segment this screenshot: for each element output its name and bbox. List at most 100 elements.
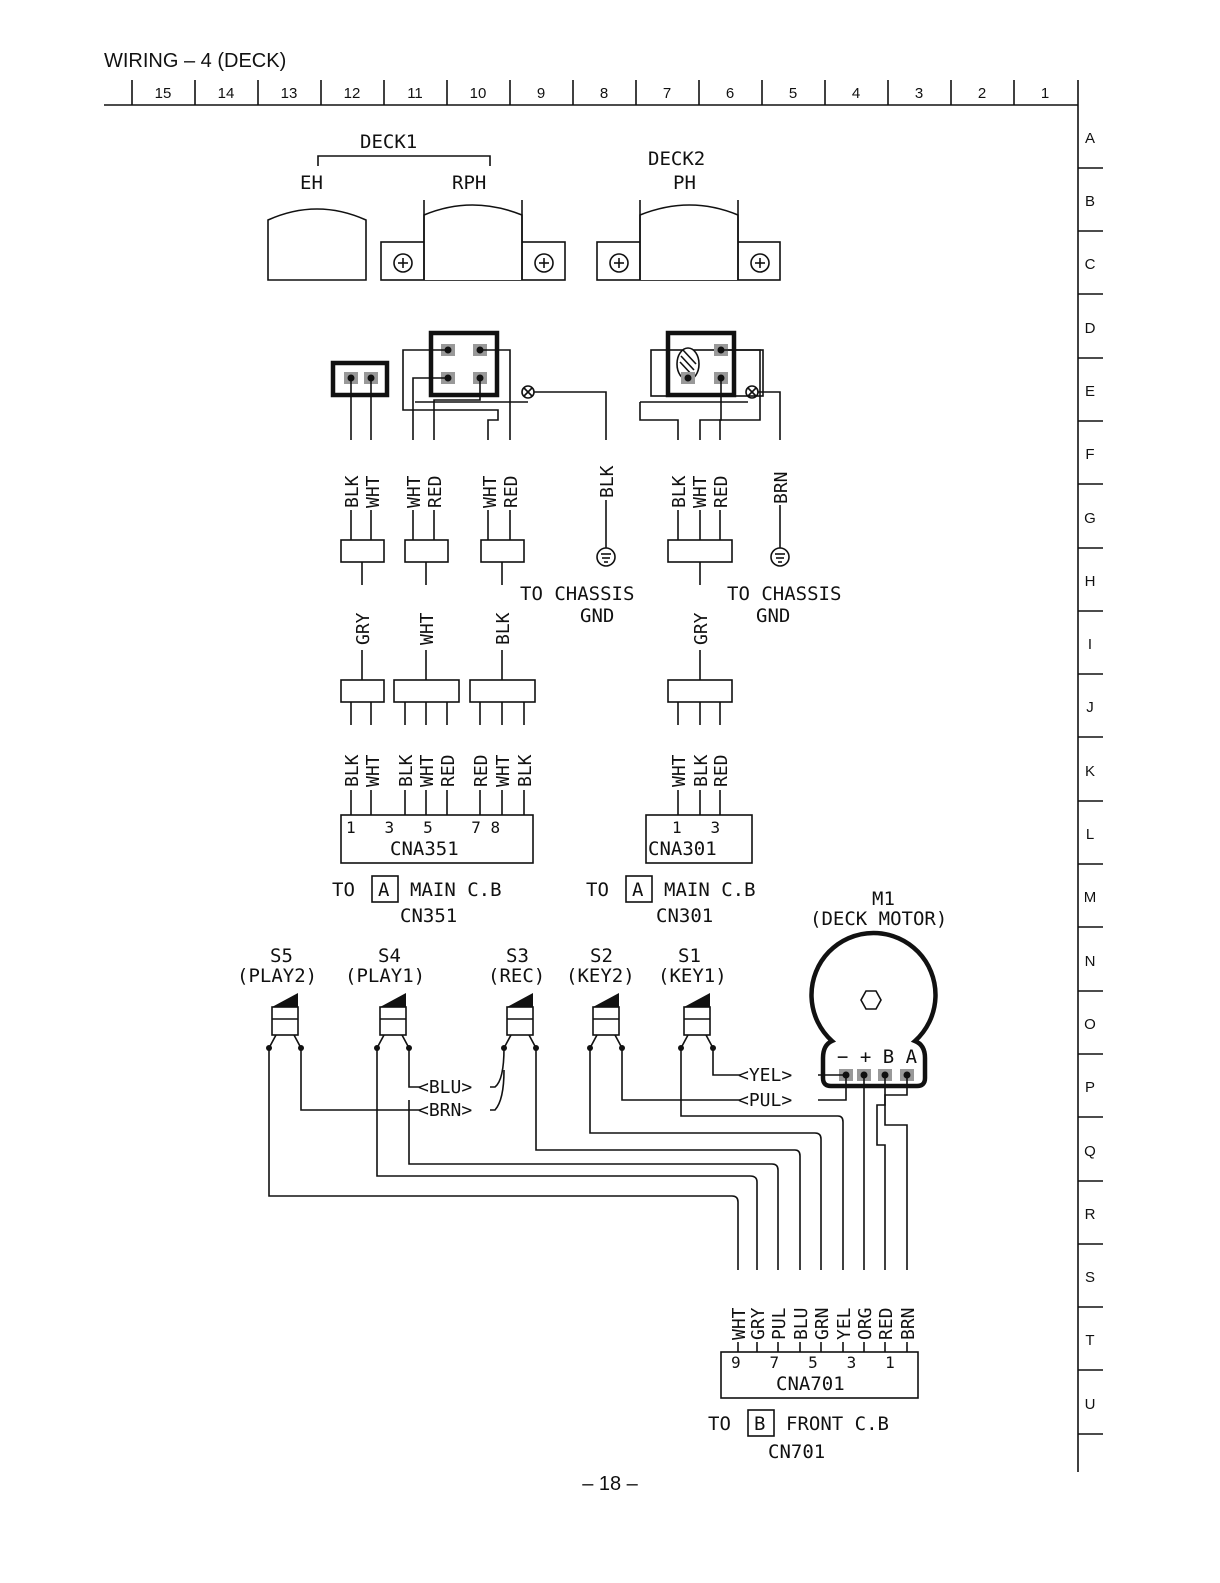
wire-label: WHT: [480, 475, 501, 508]
playback-head: [639, 204, 739, 280]
grid-col-label: 3: [915, 85, 923, 102]
grid-col-label: 1: [1041, 85, 1049, 102]
rph-label: RPH: [452, 172, 486, 194]
switch-name: S2: [590, 945, 613, 967]
switch-wiring: <BLU> <BRN> <YEL> <PUL>: [268, 1047, 908, 1270]
erase-head: [267, 208, 367, 281]
eh-label: EH: [300, 172, 323, 194]
cna351-name: CNA351: [390, 838, 459, 860]
wire-label: BLK: [342, 754, 363, 787]
wire-label: WHT: [404, 475, 425, 508]
switch-desc: (PLAY1): [345, 965, 425, 987]
cna701-to: TO: [708, 1413, 731, 1435]
cna301-board: A: [632, 879, 644, 901]
motor-name: M1: [872, 888, 895, 910]
wire-label: RED: [425, 475, 446, 508]
top-wire-segments: [350, 500, 781, 548]
wire-label-pul: <PUL>: [738, 1090, 792, 1111]
switch-desc: (KEY1): [658, 965, 727, 987]
switch-desc: (PLAY2): [237, 965, 317, 987]
wire-label: GRN: [812, 1307, 833, 1340]
grid-row-label: C: [1085, 256, 1096, 273]
wire-label: WHT: [669, 754, 690, 787]
ph-terminal: [639, 330, 781, 440]
wire-label: GRY: [748, 1307, 769, 1340]
switch-desc: (REC): [488, 965, 545, 987]
motor-desc: (DECK MOTOR): [810, 908, 947, 930]
cna301-to: TO: [586, 879, 609, 901]
wire-label: RED: [471, 754, 492, 787]
grid-row-label: L: [1086, 826, 1094, 843]
wire-label: RED: [711, 754, 732, 787]
grid-row-label: B: [1085, 193, 1095, 210]
grid-row-label: Q: [1084, 1143, 1096, 1160]
grid-row-label: O: [1084, 1016, 1096, 1033]
wire-label-blu: <BLU>: [418, 1077, 472, 1098]
grid-col-label: 12: [344, 85, 361, 102]
switch-name: S1: [678, 945, 701, 967]
grid-column-labels: 15 14 13 12 11 10 9 8 7 6 5 4 3 2 1: [155, 85, 1050, 102]
wire-label: WHT: [690, 475, 711, 508]
deck-motor: M1 (DECK MOTOR) − + B A: [809, 888, 947, 1089]
cna701-cn: CN701: [768, 1441, 825, 1463]
grid-frame: [104, 80, 1103, 1472]
grid-col-label: 2: [978, 85, 986, 102]
grid-row-label: F: [1085, 446, 1094, 463]
cna301-dest: MAIN C.B: [664, 879, 756, 901]
grid-col-label: 9: [537, 85, 545, 102]
wire-label: BLK: [515, 754, 536, 787]
switch-s4-icon: [374, 993, 412, 1051]
wire-label: WHT: [729, 1307, 750, 1340]
switch-s5-icon: [266, 993, 304, 1051]
grid-col-label: 4: [852, 85, 860, 102]
grid-row-label: G: [1084, 510, 1096, 527]
grid-col-label: 8: [600, 85, 608, 102]
grid-row-label: P: [1085, 1079, 1095, 1096]
ph-label: PH: [673, 172, 696, 194]
grid-col-label: 13: [281, 85, 298, 102]
lower-relay-connectors: [340, 679, 733, 725]
cna351-cn: CN351: [400, 905, 457, 927]
wire-label: BRN: [771, 471, 792, 504]
grid-col-label: 11: [407, 85, 423, 102]
cna701-pins: 9 7 5 3 1: [731, 1353, 895, 1372]
grid-row-label: D: [1085, 320, 1096, 337]
cna301-pins: 1 3: [672, 818, 720, 837]
deck1-label: DECK1: [360, 131, 417, 153]
chassis-grounds: TO CHASSIS GND TO CHASSIS GND: [520, 547, 841, 627]
wire-label-yel: <YEL>: [738, 1065, 792, 1086]
grid-col-label: 7: [663, 85, 671, 102]
cna301-cn: CN301: [656, 905, 713, 927]
grid-row-label: J: [1086, 699, 1094, 716]
deck2-label: DECK2: [648, 148, 705, 170]
wire-label: RED: [438, 754, 459, 787]
cna351-dest: MAIN C.B: [410, 879, 502, 901]
grid-col-label: 10: [470, 85, 487, 102]
grid-col-label: 5: [789, 85, 797, 102]
mid-wire-segments: GRY WHT BLK GRY: [353, 562, 712, 680]
grid-row-label: S: [1085, 1269, 1095, 1286]
wire-label: BRN: [898, 1307, 919, 1340]
wire-label: RED: [501, 475, 522, 508]
deck1-heads: DECK1 EH RPH: [267, 131, 566, 281]
wire-label: BLK: [669, 475, 690, 508]
chassis-label-a1: TO CHASSIS: [520, 583, 634, 605]
rph-terminal: [402, 330, 607, 440]
cna701-board: B: [754, 1413, 765, 1435]
wire-label: BLK: [597, 465, 618, 498]
wire-label: BLK: [691, 754, 712, 787]
cna351-to: TO: [332, 879, 355, 901]
grid-row-label: U: [1085, 1396, 1096, 1413]
grid-row-label: H: [1085, 573, 1096, 590]
cna701-connector: 9 7 5 3 1 CNA701 TO B FRONT C.B CN701: [708, 1351, 919, 1463]
switch-name: S3: [506, 945, 529, 967]
grid-row-label: I: [1088, 636, 1092, 653]
grid-row-label: E: [1085, 383, 1095, 400]
wire-label: YEL: [834, 1307, 855, 1340]
wire-label: BLK: [342, 475, 363, 508]
wire-label: WHT: [417, 754, 438, 787]
chassis-label-b2: GND: [756, 605, 790, 627]
motor-shaft-icon: [860, 990, 882, 1010]
wire-label: WHT: [363, 475, 384, 508]
